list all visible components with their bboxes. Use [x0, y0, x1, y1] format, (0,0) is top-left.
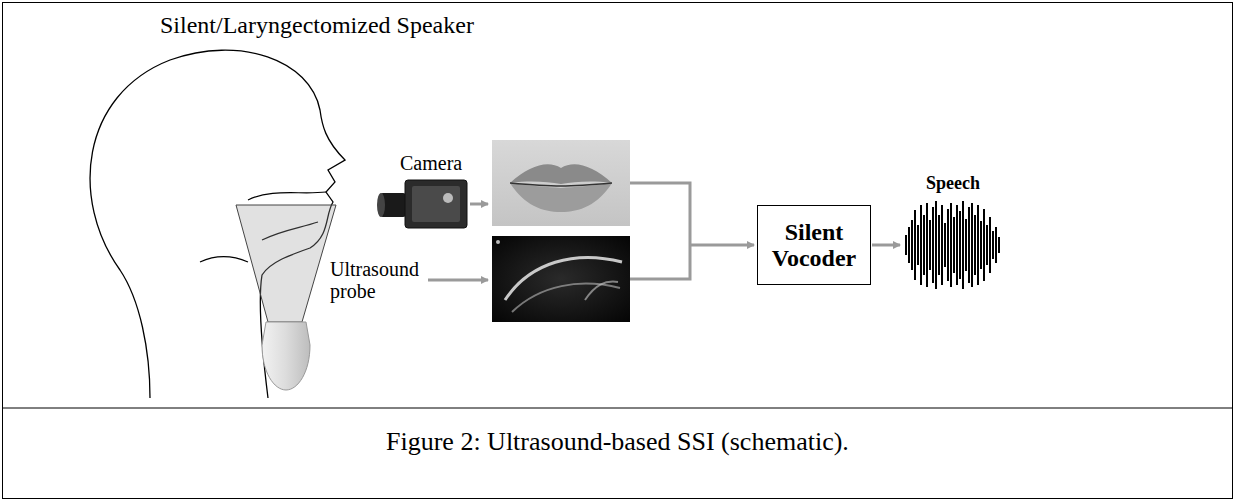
feed-arrow: [690, 244, 754, 247]
ultrasound-image: [492, 236, 630, 322]
image-marker: [496, 240, 500, 244]
speaker-label: Silent/Laryngectomized Speaker: [160, 12, 474, 38]
tissue-echo: [585, 282, 618, 300]
tongue-echo: [505, 258, 622, 300]
box-label: Silent Vocoder: [764, 219, 864, 272]
lower-lip: [510, 183, 612, 212]
ultrasound-field: [236, 205, 336, 322]
ultrasound-probe: [262, 322, 310, 390]
speech-waveform: [906, 201, 999, 289]
probe-arrow: [428, 279, 488, 282]
figure-frame: [3, 3, 1233, 499]
feed-line: [630, 245, 690, 279]
tongue-line: [248, 192, 326, 200]
camera-body: [405, 180, 467, 228]
camera-logo: [443, 193, 453, 203]
tongue-echo: [512, 284, 620, 312]
figure-caption: Figure 2: Ultrasound-based SSI (schemati…: [386, 428, 849, 457]
probe-label: Ultrasound probe: [330, 258, 430, 302]
camera-arrow: [470, 203, 488, 206]
camera-label: Camera: [400, 152, 462, 174]
output-arrow: [872, 244, 900, 247]
head-outline: [90, 50, 345, 398]
feed-line: [630, 183, 690, 245]
upper-lip: [510, 164, 612, 184]
output-label: Speech: [926, 174, 980, 194]
larynx-line: [200, 257, 248, 262]
process-box: Silent Vocoder: [757, 205, 871, 285]
camera-lens-front: [377, 193, 385, 217]
lips-image: [492, 140, 630, 226]
mouth-line: [510, 183, 612, 186]
caption-rule: [3, 408, 1233, 409]
camera-panel: [412, 186, 460, 222]
